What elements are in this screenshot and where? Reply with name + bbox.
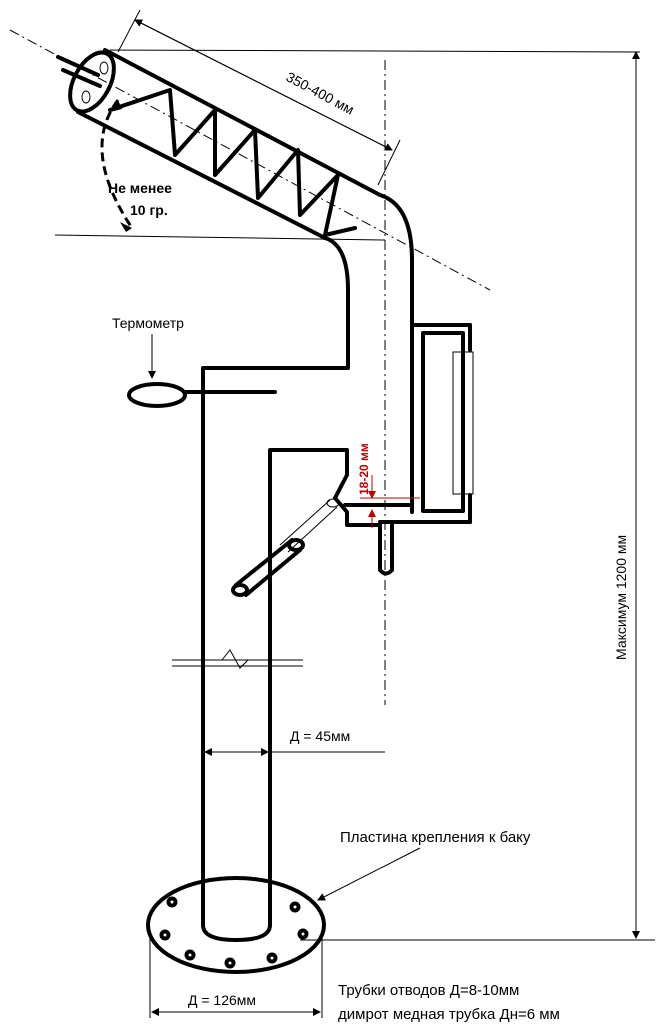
dimension-plate xyxy=(149,930,323,1018)
dephlegmator-tube xyxy=(56,48,382,240)
label-angle-2: 10 гр. xyxy=(130,202,168,218)
label-plate-diameter: Д = 126мм xyxy=(188,992,256,1008)
note-line-1: Трубки отводов Д=8-10мм xyxy=(338,982,519,999)
note-line-2: димрот медная трубка Дн=6 мм xyxy=(338,1006,560,1023)
dimension-height xyxy=(300,51,655,941)
label-height: Максимум 1200 мм xyxy=(613,535,629,660)
mounting-plate xyxy=(146,876,326,974)
pipe-break xyxy=(172,649,303,669)
label-plate: Пластина крепления к баку xyxy=(340,829,531,846)
angle-indicator xyxy=(54,49,641,241)
outlet-tubes xyxy=(231,498,340,597)
dimroth-coil xyxy=(108,88,357,237)
label-thermometer: Термометр xyxy=(112,315,184,331)
label-length: 350-400 мм xyxy=(284,69,357,118)
side-cooler xyxy=(378,323,474,524)
outlet-block xyxy=(268,448,414,927)
plate-leader xyxy=(317,847,421,901)
thermometer xyxy=(127,334,277,408)
dimension-gap xyxy=(360,475,420,528)
label-angle-1: Не менее xyxy=(108,180,172,196)
column-elbow xyxy=(201,193,472,927)
label-gap: 18-20 мм xyxy=(357,443,371,495)
dimension-length xyxy=(117,9,401,186)
label-pipe: Д = 45мм xyxy=(290,728,350,744)
